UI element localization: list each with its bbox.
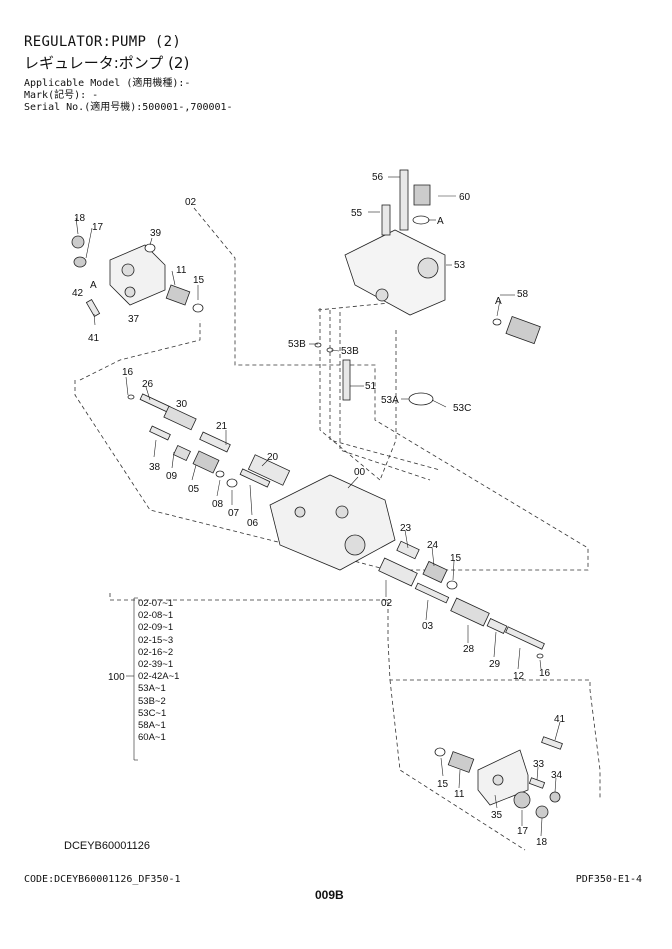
callout: 53A	[381, 395, 399, 406]
callout: 42	[72, 288, 84, 299]
callout: 17	[517, 826, 529, 837]
kit-contents: 02-07~1 02-08~1 02-09~1 02-15~3 02-16~2 …	[138, 598, 179, 744]
callout: 53B	[341, 346, 359, 357]
drawing-code: DCEYB60001126	[64, 840, 151, 852]
callout: 24	[427, 540, 439, 551]
applicable-model: Applicable Model (適用機種):-	[24, 78, 191, 89]
dashed-boundaries	[74, 207, 601, 851]
callout: 23	[400, 523, 412, 534]
callout: 16	[122, 367, 134, 378]
kit-item: 02-16~2	[138, 646, 174, 658]
callout: 35	[491, 810, 503, 821]
callout: 41	[88, 333, 100, 344]
callout: 34	[551, 770, 563, 781]
callout: 26	[142, 379, 154, 390]
kit-item: 02-09~1	[138, 622, 174, 634]
callout: 08	[212, 499, 224, 510]
callout: 07	[228, 508, 240, 519]
callout: 39	[150, 228, 162, 239]
kit-item: 53C~1	[138, 707, 167, 719]
callout: 15	[437, 779, 449, 790]
callout: 53C	[453, 403, 471, 414]
title-english: REGULATOR:PUMP (2)	[24, 34, 182, 50]
callout: 29	[489, 659, 501, 670]
callout: 41	[554, 714, 566, 725]
callout: 17	[92, 222, 104, 233]
leader-lines	[75, 176, 561, 837]
kit-number: 100	[108, 672, 125, 683]
callout: 33	[533, 759, 545, 770]
callout: 53	[454, 260, 466, 271]
kit-item: 60A~1	[138, 732, 166, 744]
page-number: 009B	[315, 888, 344, 902]
callout: 05	[188, 484, 200, 495]
callout: 20	[267, 452, 279, 463]
title-japanese: レギュレータ:ポンプ (2)	[24, 54, 190, 72]
callout: 21	[216, 421, 228, 432]
parts-drawings	[71, 169, 563, 819]
callout: 38	[149, 462, 161, 473]
kit-item: 02-15~3	[138, 634, 174, 646]
callout: 60	[459, 192, 471, 203]
footer-reference: PDF350-E1-4	[575, 874, 642, 885]
kit-item: 53B~2	[138, 695, 166, 707]
callout: 18	[536, 837, 548, 848]
callout-labels: 56 60 55 A 53 58 A 02 18 17 39 11 15 42 …	[72, 172, 566, 848]
callout: 56	[372, 172, 384, 183]
callout: 51	[365, 381, 377, 392]
callout: 53B	[288, 339, 306, 350]
callout: 30	[176, 399, 188, 410]
callout: 00	[354, 467, 366, 478]
kit-item: 02-42A~1	[138, 671, 180, 683]
callout: 12	[513, 671, 525, 682]
callout: 02	[381, 598, 393, 609]
serial-number: Serial No.(適用号機):500001-,700001-	[24, 102, 233, 113]
kit-item: 58A~1	[138, 720, 166, 732]
callout: 02	[185, 197, 197, 208]
callout: 03	[422, 621, 434, 632]
callout: 58	[517, 289, 529, 300]
callout: 55	[351, 208, 363, 219]
callout: A	[437, 216, 444, 227]
callout: 15	[450, 553, 462, 564]
kit-item: 02-39~1	[138, 659, 174, 671]
callout: 11	[176, 265, 187, 276]
callout: A	[495, 296, 502, 307]
kit-item: 53A~1	[138, 683, 166, 695]
callout: 18	[74, 213, 86, 224]
callout: 09	[166, 471, 178, 482]
mark: Mark(記号): -	[24, 90, 99, 101]
callout: A	[90, 280, 97, 291]
callout: 06	[247, 518, 259, 529]
kit-item: 02-08~1	[138, 610, 174, 622]
callout: 16	[539, 668, 551, 679]
footer-code: CODE:DCEYB60001126_DF350-1	[24, 874, 181, 885]
callout: 37	[128, 314, 140, 325]
callout: 28	[463, 644, 475, 655]
kit-item: 02-07~1	[138, 598, 174, 609]
callout: 15	[193, 275, 205, 286]
callout: 11	[454, 789, 465, 800]
